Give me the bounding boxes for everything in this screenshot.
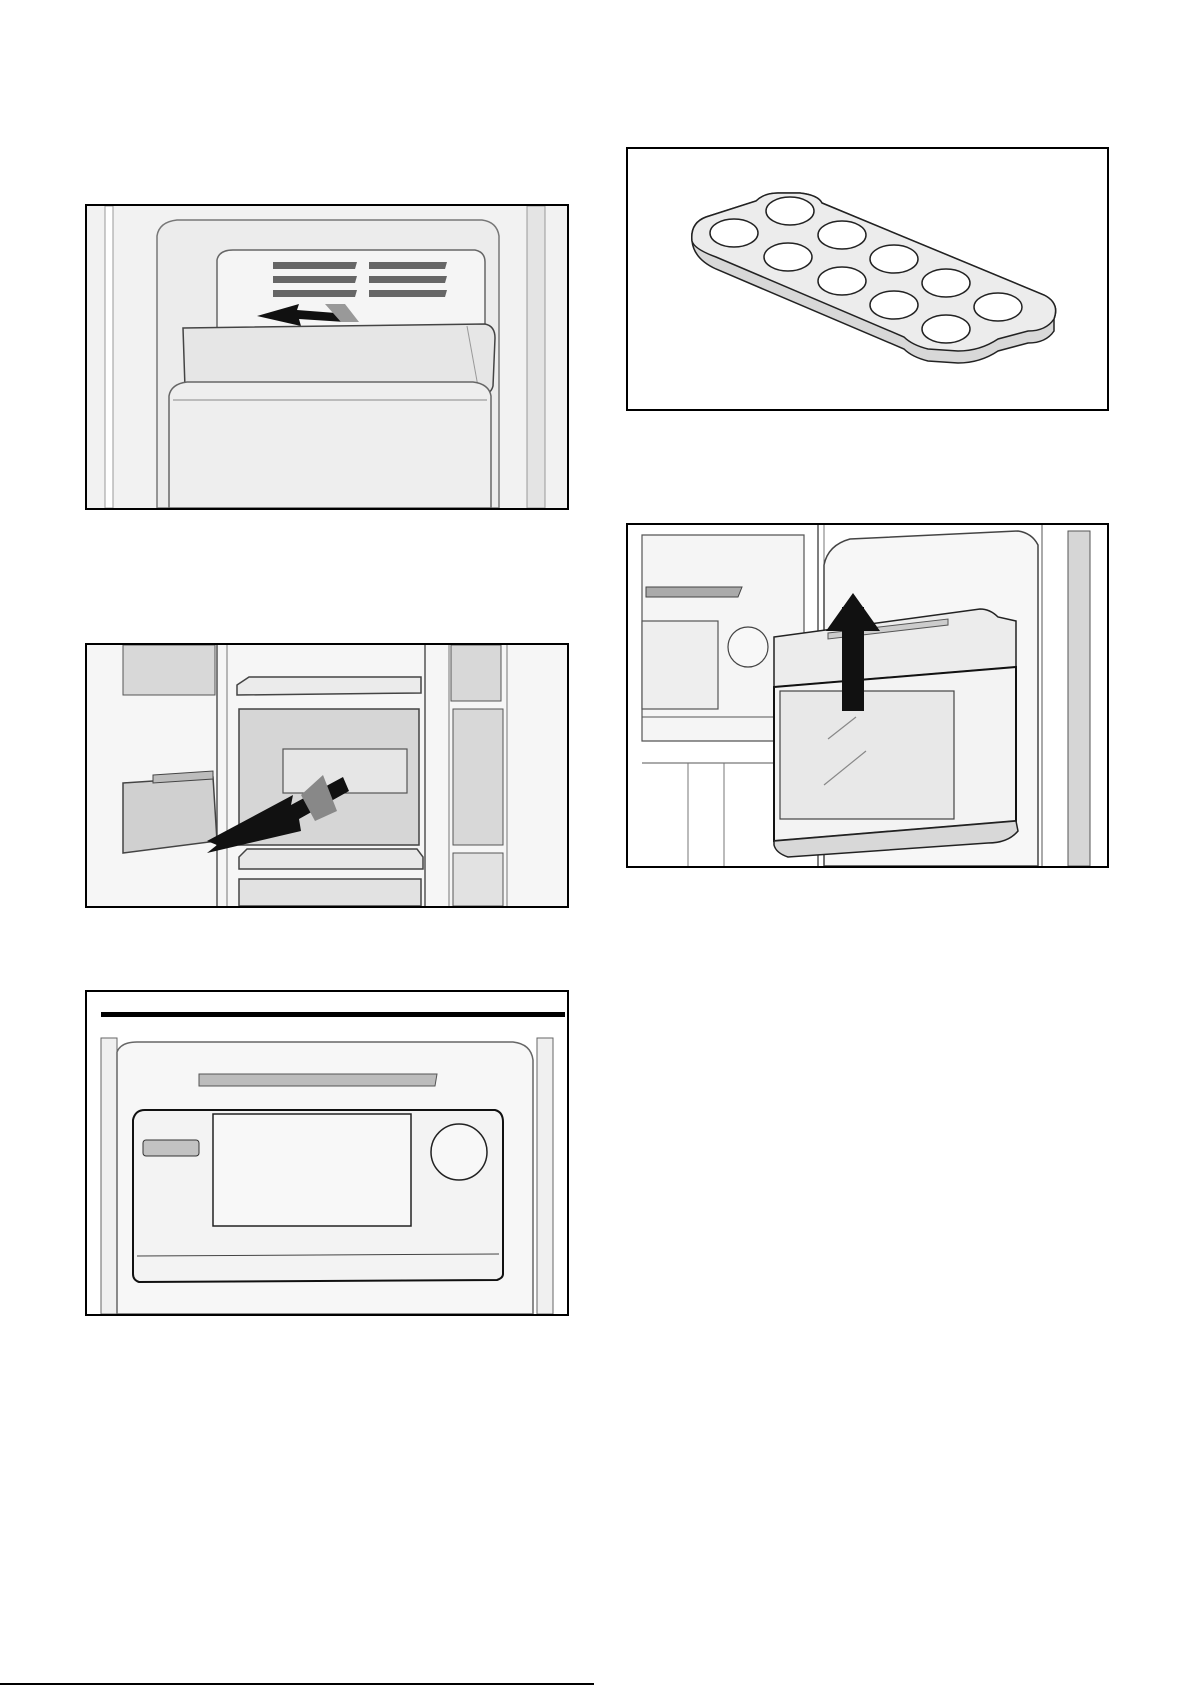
figure-door-shelf-lift [626,523,1109,868]
figure-drawer-pull-out [85,643,569,908]
figure-control-panel [85,990,569,1316]
figure-egg-tray [626,147,1109,411]
figure-freezer-shelf [85,204,569,510]
